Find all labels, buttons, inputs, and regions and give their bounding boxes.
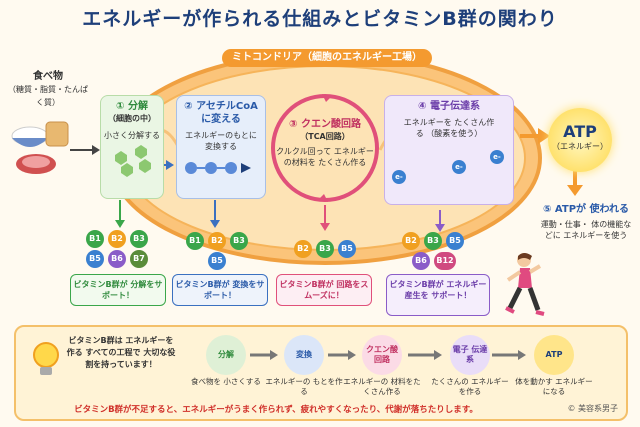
step-3-panel: ③ クエン酸回路 （TCA回路） クルクル回って エネルギーの材料を たくさん作… xyxy=(275,118,375,168)
step-3-sub: （TCA回路） xyxy=(300,132,350,141)
vitamin-badge: B3 xyxy=(230,232,248,250)
summary-note: ビタミンB群が不足すると、エネルギーがうまく作られず、疲れやすくなったり、代謝が… xyxy=(74,405,478,415)
summary-caption-2: エネルギーの もとを作る xyxy=(265,377,343,396)
atp-circle: ATP （エネルギー） xyxy=(548,108,612,172)
atp-sub: （エネルギー） xyxy=(552,142,608,151)
support-box-2: ビタミンB群が 変換をサポート！ xyxy=(172,274,268,306)
support-box-1: ビタミンB群が 分解をサポート！ xyxy=(70,274,166,306)
summary-circle-2: 変換 xyxy=(284,335,324,375)
summary-lead: ビタミンB群は エネルギーを作る すべての工程で 大切な役割を持っています！ xyxy=(66,336,176,369)
electron-icon: e- xyxy=(452,160,466,174)
step-5-panel: ⑤ ATPが 使われる 運動・仕事・ 体の機能などに エネルギーを使う xyxy=(538,203,634,241)
support-box-3: ビタミンB群が 回路をスムーズに！ xyxy=(276,274,372,306)
vitamin-badge: B1 xyxy=(186,232,204,250)
vitamin-badge: B2 xyxy=(108,230,126,248)
step-5-title: ⑤ ATPが 使われる xyxy=(542,204,630,215)
atp-title: ATP xyxy=(563,122,597,141)
step-2-text: エネルギーのもとに変換する xyxy=(185,131,257,151)
vitamin-badge: B5 xyxy=(86,250,104,268)
acetyl-coa-icon xyxy=(185,162,251,174)
food-sub: （糖質・脂質・たんぱく質） xyxy=(8,85,88,107)
food-illustration xyxy=(11,121,69,174)
electron-icon: e- xyxy=(392,170,406,184)
electron-icon: e- xyxy=(490,150,504,164)
step-3-title: ③ クエン酸回路 xyxy=(289,119,361,130)
step-4-panel: ④ 電子伝達系 エネルギーを たくさん作る （酸素を使う） xyxy=(384,95,514,205)
summary-circle-1: 分解 xyxy=(206,335,246,375)
step-1-sub: （細胞の中） xyxy=(108,114,156,123)
step-5-text: 運動・仕事・ 体の機能などに エネルギーを使う xyxy=(540,220,632,240)
step-2-title: ② アセチルCoAに変える xyxy=(184,101,258,125)
summary-caption-3: エネルギーの 材料をたくさん作る xyxy=(343,377,421,396)
vitamin-badge: B5 xyxy=(338,240,356,258)
vitamin-badge: B5 xyxy=(446,232,464,250)
vitamin-badge: B6 xyxy=(412,252,430,270)
vitamin-badge: B3 xyxy=(130,230,148,248)
support-box-4: ビタミンB群が エネルギー産生を サポート！ xyxy=(386,274,490,316)
summary-circle-3: クエン酸 回路 xyxy=(362,335,402,375)
vitamin-badge: B2 xyxy=(402,232,420,250)
summary-panel: ビタミンB群は エネルギーを作る すべての工程で 大切な役割を持っています！ 分… xyxy=(14,325,628,421)
vitamin-badge: B3 xyxy=(424,232,442,250)
vitamin-badge: B12 xyxy=(434,252,456,270)
food-label: 食べ物 （糖質・脂質・たんぱく質） xyxy=(8,70,88,109)
vitamin-badge: B6 xyxy=(108,250,126,268)
step-1-panel: ① 分解 （細胞の中） 小さく分解する xyxy=(100,95,164,199)
summary-circle-5: ATP xyxy=(534,335,574,375)
summary-caption-5: 体を動かす エネルギーになる xyxy=(515,377,593,396)
step-4-title: ④ 電子伝達系 xyxy=(418,101,480,112)
step-3-text: クルクル回って エネルギーの材料を たくさん作る xyxy=(276,147,374,167)
vitamin-badge: B5 xyxy=(208,252,226,270)
credit: © 美容系男子 xyxy=(567,404,618,413)
summary-circle-4: 電子 伝達系 xyxy=(450,335,490,375)
vitamin-badge: B2 xyxy=(208,232,226,250)
page-title: エネルギーが作られる仕組みとビタミンB群の関わり xyxy=(82,8,558,30)
food-title: 食べ物 xyxy=(33,71,63,82)
step-1-title: ① 分解 xyxy=(116,101,148,112)
step-1-text: 小さく分解する xyxy=(104,131,160,140)
lightbulb-icon xyxy=(33,342,59,375)
summary-arrows xyxy=(250,350,526,360)
vitamin-badge: B1 xyxy=(86,230,104,248)
summary-caption-4: たくさんの エネルギーを作る xyxy=(431,377,509,396)
vitamin-badge: B7 xyxy=(130,250,148,268)
step-2-panel: ② アセチルCoAに変える エネルギーのもとに変換する xyxy=(176,95,266,199)
step-4-text: エネルギーを たくさん作る （酸素を使う） xyxy=(403,118,495,138)
mitochondria-label: ミトコンドリア（細胞のエネルギー工場） xyxy=(222,49,432,67)
summary-caption-1: 食べ物を 小さくする xyxy=(191,377,261,386)
vitamin-badge: B3 xyxy=(316,240,334,258)
molecule-icon xyxy=(115,145,151,177)
runner-illustration xyxy=(505,253,545,316)
vitamin-badge: B2 xyxy=(294,240,312,258)
